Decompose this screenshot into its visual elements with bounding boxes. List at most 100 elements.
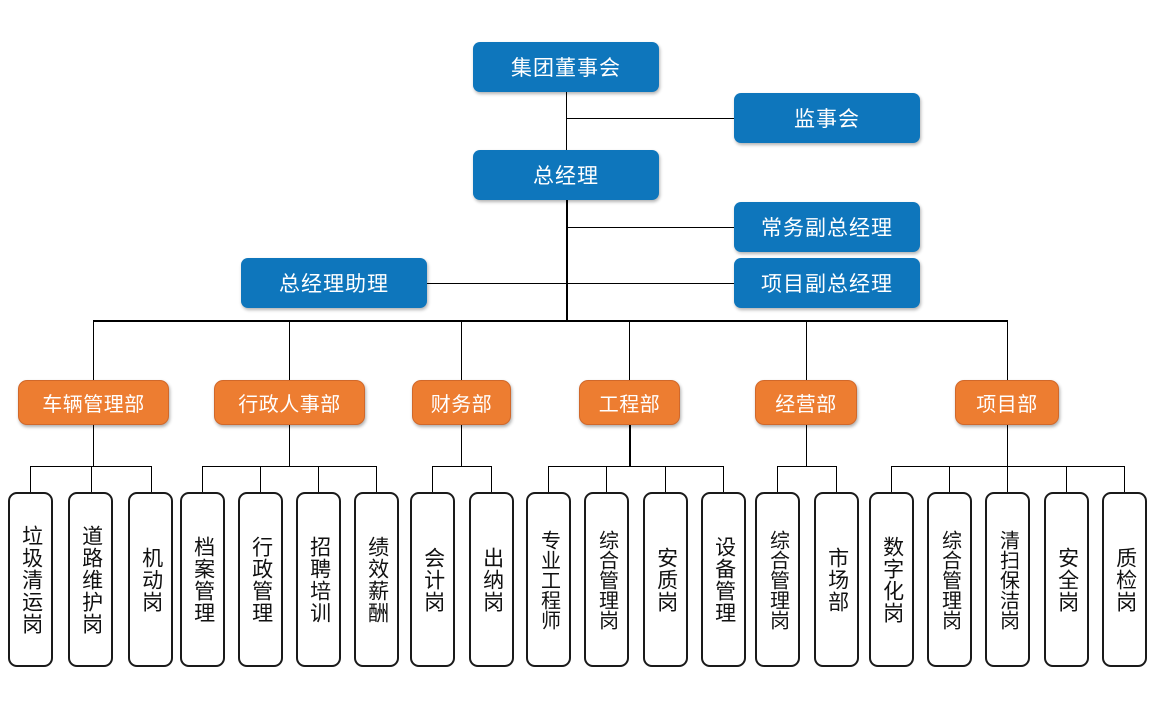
connector-adminhr-leaf-1: [202, 466, 203, 493]
connector-project-leaf-4: [1066, 466, 1067, 493]
connector-adminhr-leaf-2: [260, 466, 261, 493]
leaf-safety-quality-post-label: 安质岗: [654, 546, 678, 613]
connector-gm-assistant-to-spine: [427, 283, 566, 284]
connector-spine-to-exec-vice-gm: [566, 227, 734, 228]
connector-vehicle-leaf-1: [30, 466, 31, 493]
leaf-project-general-management-post[interactable]: 综合管理岗: [927, 492, 972, 667]
leaf-accounting-post[interactable]: 会计岗: [410, 492, 455, 667]
node-department-admin-hr[interactable]: 行政人事部: [214, 380, 365, 425]
leaf-cleaning-post-label: 清扫保洁岗: [996, 529, 1019, 630]
connector-project-leaf-1: [891, 466, 892, 493]
leaf-market-department[interactable]: 市场部: [814, 492, 859, 667]
leaf-safety-post[interactable]: 安全岗: [1044, 492, 1089, 667]
connector-operations-bar: [777, 466, 836, 467]
leaf-accounting-post-label: 会计岗: [421, 546, 445, 613]
connector-operations-leaf-2: [836, 466, 837, 493]
leaf-mobile-post-label: 机动岗: [139, 546, 163, 613]
connector-spine-to-supervisory: [566, 118, 734, 119]
leaf-recruitment-training-label: 招聘培训: [307, 535, 331, 624]
leaf-performance-compensation-label: 绩效薪酬: [365, 535, 389, 624]
connector-finance-bar: [432, 466, 491, 467]
connector-finance-leaf-1: [432, 466, 433, 493]
node-general-manager-assistant[interactable]: 总经理助理: [241, 258, 427, 308]
node-executive-vice-general-manager-label: 常务副总经理: [761, 217, 893, 240]
connector-engineering-bar: [548, 466, 724, 467]
leaf-engineering-general-management-post[interactable]: 综合管理岗: [584, 492, 629, 667]
connector-finance-stem: [461, 425, 462, 466]
leaf-digitalization-post[interactable]: 数字化岗: [869, 492, 914, 667]
connector-project-leaf-5: [1124, 466, 1125, 493]
node-project-vice-general-manager[interactable]: 项目副总经理: [734, 258, 920, 308]
leaf-cashier-post[interactable]: 出纳岗: [469, 492, 514, 667]
leaf-archive-management-label: 档案管理: [191, 535, 215, 624]
connector-operations-stem: [806, 425, 807, 466]
leaf-road-maintenance-post[interactable]: 道路维护岗: [68, 492, 113, 667]
connector-project-leaf-2: [949, 466, 950, 493]
leaf-professional-engineer[interactable]: 专业工程师: [526, 492, 571, 667]
node-department-project[interactable]: 项目部: [955, 380, 1059, 425]
connector-vehicle-leaf-3: [151, 466, 152, 493]
connector-adminhr-leaf-3: [318, 466, 319, 493]
leaf-quality-inspection-post[interactable]: 质检岗: [1102, 492, 1147, 667]
node-department-vehicle-management-label: 车辆管理部: [42, 394, 145, 416]
connector-bus-drop-project: [1007, 320, 1008, 380]
connector-bus-drop-engineering: [629, 320, 630, 380]
connector-operations-leaf-1: [777, 466, 778, 493]
connector-gm-spine-down: [566, 200, 568, 320]
node-department-operations-label: 经营部: [775, 394, 837, 416]
leaf-project-general-management-post-label: 综合管理岗: [938, 529, 961, 630]
connector-finance-leaf-2: [491, 466, 492, 493]
leaf-operations-general-management-post[interactable]: 综合管理岗: [755, 492, 800, 667]
leaf-performance-compensation[interactable]: 绩效薪酬: [354, 492, 399, 667]
leaf-engineering-general-management-post-label: 综合管理岗: [595, 529, 618, 630]
connector-adminhr-stem: [289, 425, 290, 466]
leaf-garbage-transport-post-label: 垃圾清运岗: [19, 524, 43, 635]
node-general-manager[interactable]: 总经理: [473, 150, 659, 200]
connector-spine-to-project-vice-gm: [566, 283, 734, 284]
connector-project-leaf-3: [1007, 466, 1008, 493]
leaf-archive-management[interactable]: 档案管理: [180, 492, 225, 667]
connector-vehicle-stem: [93, 425, 94, 466]
leaf-market-department-label: 市场部: [825, 546, 849, 613]
leaf-safety-quality-post[interactable]: 安质岗: [643, 492, 688, 667]
connector-bus-drop-finance: [461, 320, 462, 380]
connector-vehicle-leaf-2: [91, 466, 92, 493]
node-general-manager-label: 总经理: [533, 165, 599, 188]
connector-bus-drop-admin-hr: [289, 320, 290, 380]
connector-engineering-stem: [629, 425, 631, 466]
leaf-safety-post-label: 安全岗: [1055, 546, 1079, 613]
leaf-equipment-management[interactable]: 设备管理: [701, 492, 746, 667]
leaf-administrative-management-label: 行政管理: [249, 535, 273, 624]
connector-project-bar: [891, 466, 1125, 467]
node-board-of-directors-label: 集团董事会: [511, 57, 621, 80]
leaf-equipment-management-label: 设备管理: [712, 535, 736, 624]
leaf-operations-general-management-post-label: 综合管理岗: [766, 529, 789, 630]
leaf-recruitment-training[interactable]: 招聘培训: [296, 492, 341, 667]
leaf-cleaning-post[interactable]: 清扫保洁岗: [985, 492, 1030, 667]
leaf-cashier-post-label: 出纳岗: [480, 546, 504, 613]
leaf-garbage-transport-post[interactable]: 垃圾清运岗: [8, 492, 53, 667]
leaf-administrative-management[interactable]: 行政管理: [238, 492, 283, 667]
node-project-vice-general-manager-label: 项目副总经理: [761, 273, 893, 296]
connector-board-to-gm: [566, 92, 567, 150]
node-department-finance[interactable]: 财务部: [412, 380, 511, 425]
leaf-quality-inspection-post-label: 质检岗: [1113, 546, 1137, 613]
node-board-of-directors[interactable]: 集团董事会: [473, 42, 659, 92]
node-department-vehicle-management[interactable]: 车辆管理部: [18, 380, 169, 425]
node-department-admin-hr-label: 行政人事部: [238, 394, 341, 416]
node-department-operations[interactable]: 经营部: [755, 380, 857, 425]
connector-engineering-leaf-4: [723, 466, 724, 493]
connector-adminhr-bar: [202, 466, 376, 467]
connector-engineering-leaf-2: [606, 466, 607, 493]
node-department-engineering[interactable]: 工程部: [579, 380, 680, 425]
leaf-professional-engineer-label: 专业工程师: [537, 529, 560, 630]
node-department-engineering-label: 工程部: [598, 394, 661, 416]
node-executive-vice-general-manager[interactable]: 常务副总经理: [734, 202, 920, 252]
leaf-road-maintenance-post-label: 道路维护岗: [79, 524, 103, 635]
leaf-mobile-post[interactable]: 机动岗: [128, 492, 173, 667]
connector-engineering-leaf-3: [665, 466, 666, 493]
connector-engineering-leaf-1: [548, 466, 549, 493]
node-supervisory-board[interactable]: 监事会: [734, 93, 920, 143]
leaf-digitalization-post-label: 数字化岗: [880, 535, 904, 624]
